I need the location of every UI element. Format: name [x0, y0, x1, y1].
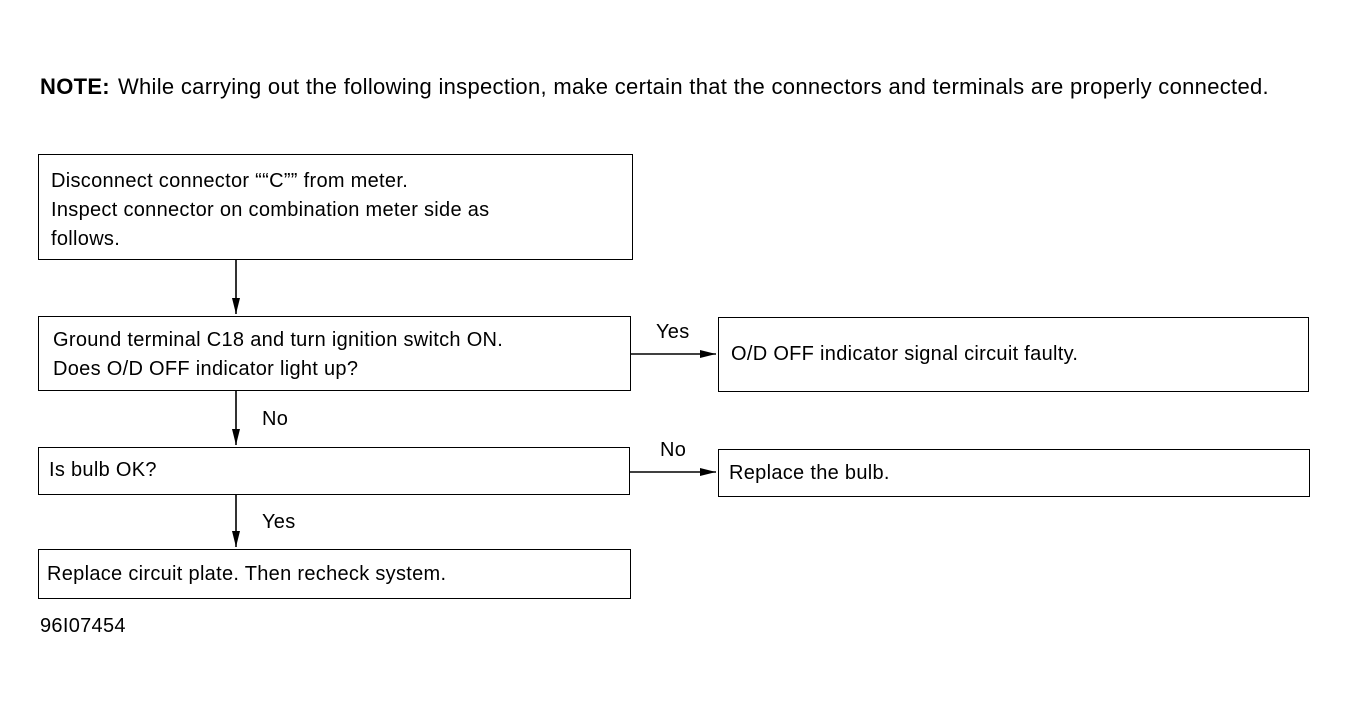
step-replace-circuit-plate: Replace circuit plate. Then recheck syst…	[38, 549, 631, 599]
edge-label-yes: Yes	[656, 321, 690, 343]
arrowhead	[700, 468, 716, 476]
step-bulb-check: Is bulb OK?	[38, 447, 630, 495]
step-text-line: Ground terminal C18 and turn ignition sw…	[53, 329, 504, 351]
note-text: NOTE: While carrying out the following in…	[40, 72, 1320, 102]
figure-id: 96I07454	[40, 615, 126, 637]
arrowhead	[232, 531, 240, 547]
step-text-line: Disconnect connector ““C”” from meter.	[51, 170, 409, 192]
step-text-line: Replace the bulb.	[729, 462, 890, 484]
edge-label-yes: Yes	[262, 511, 296, 533]
note-label: NOTE:	[40, 74, 110, 99]
step-disconnect-connector: Disconnect connector ““C”” from meter. I…	[38, 154, 633, 260]
edge-label-no: No	[660, 439, 687, 461]
step-text-line: Inspect connector on combination meter s…	[51, 199, 490, 221]
step-text-line: Is bulb OK?	[49, 459, 157, 481]
arrowhead	[232, 298, 240, 314]
step-ground-terminal-check: Ground terminal C18 and turn ignition sw…	[38, 316, 631, 391]
step-replace-bulb: Replace the bulb.	[718, 449, 1310, 497]
arrowhead	[232, 429, 240, 445]
step-text-line: follows.	[51, 228, 121, 250]
arrowhead	[700, 350, 716, 358]
step-signal-circuit-faulty: O/D OFF indicator signal circuit faulty.	[718, 317, 1309, 392]
edge-label-no: No	[262, 408, 289, 430]
step-text-line: O/D OFF indicator signal circuit faulty.	[731, 343, 1079, 365]
step-text-line: Does O/D OFF indicator light up?	[53, 358, 359, 380]
note-body: While carrying out the following inspect…	[117, 74, 1269, 99]
step-text-line: Replace circuit plate. Then recheck syst…	[47, 563, 447, 585]
